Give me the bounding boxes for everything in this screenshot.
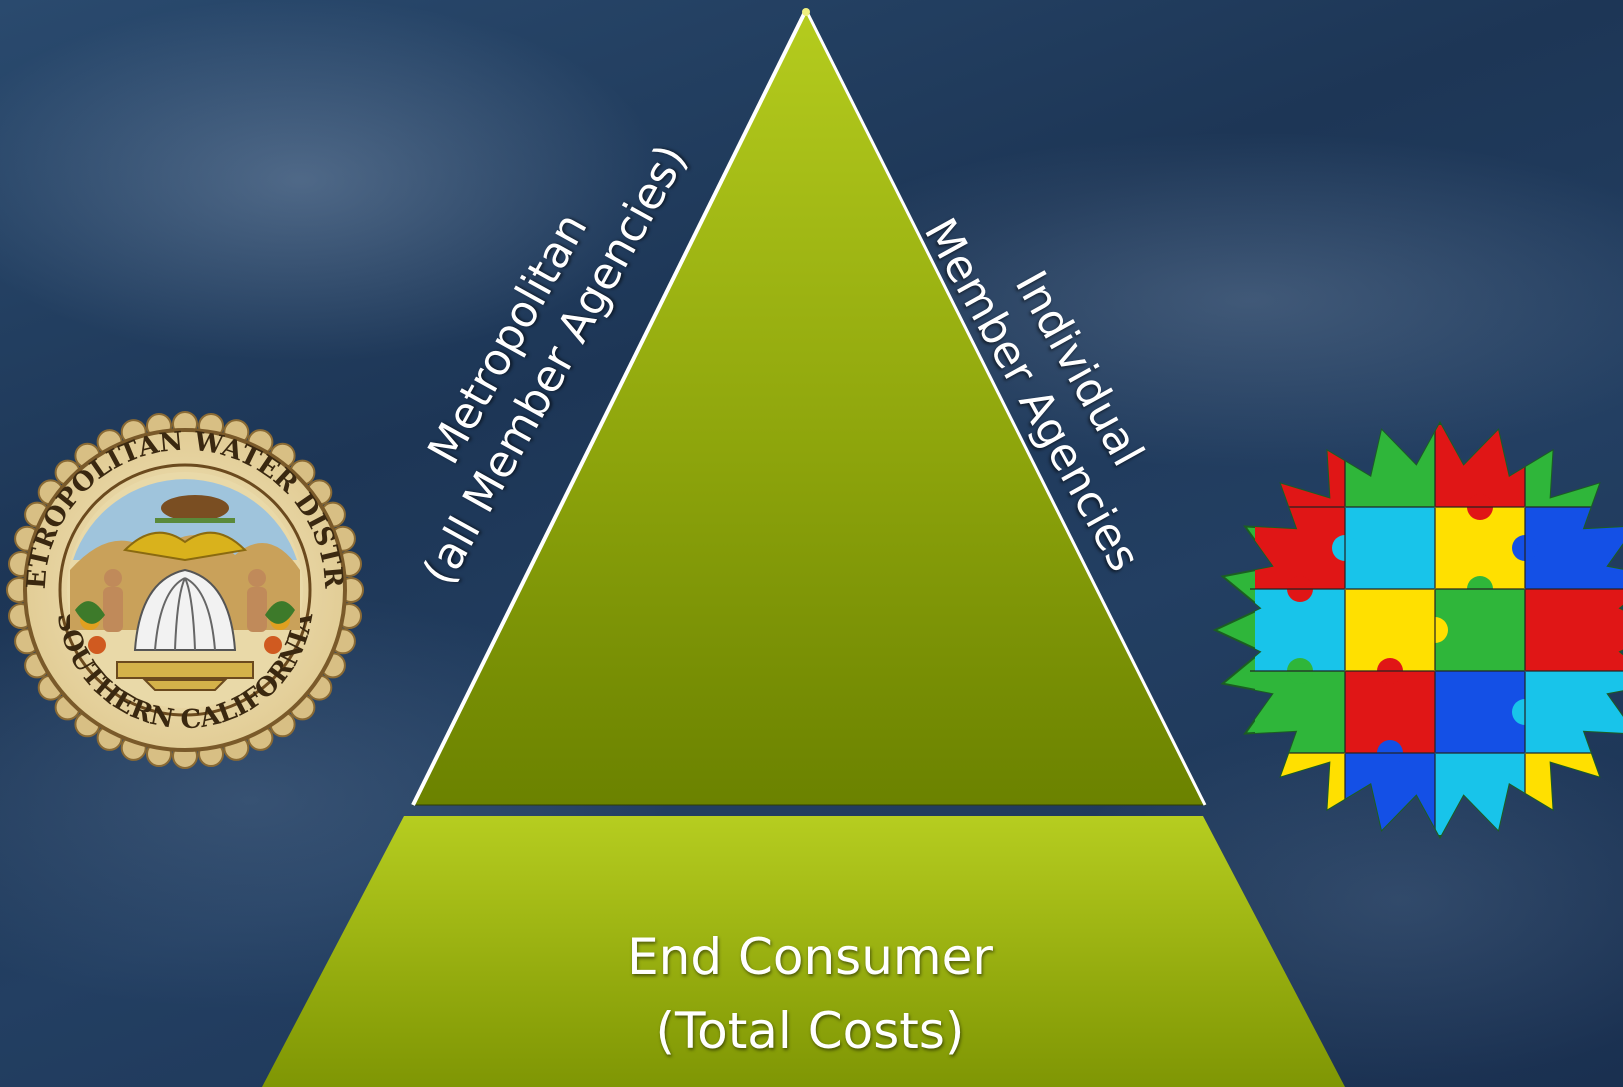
seal-waterfall-icon bbox=[133, 568, 237, 651]
puzzle-grid bbox=[1250, 423, 1623, 837]
base-label-line1: End Consumer bbox=[627, 928, 993, 986]
triangle-left-edge bbox=[411, 9, 808, 806]
apex-dot bbox=[802, 8, 810, 16]
triangle-right-edge bbox=[804, 9, 1207, 806]
mwd-seal-icon: THE METROPOLITAN WATER DISTRICT OF SOUTH… bbox=[6, 411, 364, 769]
seal-bear-icon bbox=[161, 495, 229, 521]
base-label-line2: (Total Costs) bbox=[655, 1002, 965, 1060]
seal-figures-icon bbox=[103, 569, 267, 632]
seal-banner bbox=[116, 661, 254, 679]
puzzle-badge-icon bbox=[1212, 420, 1623, 840]
seal-flowers-icon bbox=[75, 601, 295, 654]
base-trapezoid bbox=[262, 816, 1345, 1087]
base-label: End Consumer (Total Costs) bbox=[540, 920, 1080, 1068]
seal-eagle-icon bbox=[122, 531, 248, 562]
